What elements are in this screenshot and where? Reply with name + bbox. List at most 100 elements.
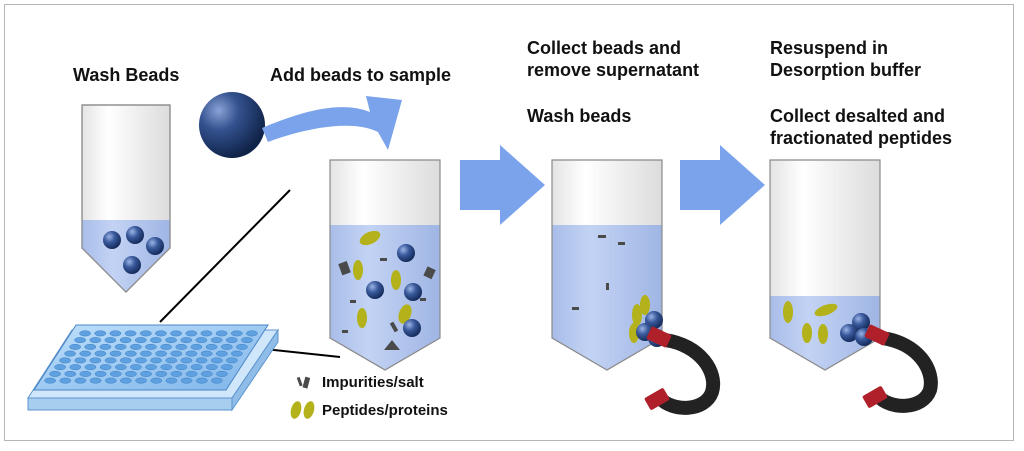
well [104,337,117,344]
step-label-add-beads: Add beads to sample [270,65,452,85]
well [94,350,107,357]
well [170,350,183,357]
step-label-wash-beads: Wash Beads [73,65,180,85]
well [215,330,228,337]
impurity-icon [384,340,400,350]
well [59,357,71,364]
well [226,357,238,364]
well [150,357,162,364]
well [185,350,198,357]
well [130,364,142,371]
legend-label-peptides: Peptides/proteins [322,402,448,419]
well [160,364,173,371]
well [195,357,208,364]
arrow-icon [460,145,545,225]
peptide-icon [802,323,812,343]
impurity-icon [380,258,387,261]
well [69,343,81,350]
peptide-icon [632,304,642,326]
peptide-icon [783,301,793,323]
well [185,330,198,337]
well [54,364,66,371]
well [114,343,127,350]
impurity-icon [606,283,609,290]
peptide-icon [391,270,401,290]
impurity-icon [389,321,399,333]
well [190,343,203,350]
well [231,350,243,357]
step-label-resuspend-line1: Resuspend in [770,38,889,58]
well [69,364,82,371]
legend-label-impurities: Impurities/salt [322,374,424,391]
well [230,330,243,337]
well [140,350,152,357]
well [216,370,228,377]
well [180,357,193,364]
well [94,370,107,377]
bead-icon [840,324,858,342]
step-label-collect-desalted-line1: Collect desalted and [770,106,946,126]
impurity-icon [423,266,436,280]
impurity-icon [338,260,351,276]
bead-icon [404,283,422,301]
well [190,364,203,371]
peptide-icon [640,295,650,315]
well [99,364,112,371]
tube-desorption [769,159,881,371]
bead-icon [366,281,384,299]
well [79,330,91,337]
well [84,343,97,350]
impurity-icon [420,298,426,301]
step-label-collect-desalted-line2: fractionated peptides [770,128,953,148]
well [170,330,182,337]
step-label-collect-line1: Collect beads and [527,38,682,58]
peptide-icon [818,324,828,344]
well [170,370,183,377]
well [215,350,228,357]
well [220,343,233,350]
peptide-icon [357,308,367,328]
well [221,364,233,371]
well [119,357,132,364]
bead-icon [397,244,415,262]
well [89,357,102,364]
well [211,377,223,384]
well [180,377,193,384]
bead-icon [852,313,870,331]
well [145,343,157,350]
well [180,337,193,344]
well [175,343,188,350]
well [150,337,162,344]
well [109,370,122,377]
impurity-icon [618,242,625,245]
well [64,350,76,357]
well [200,370,213,377]
bead-icon [126,226,144,244]
bead-icon [123,256,141,274]
well [134,337,147,344]
well [210,357,223,364]
well [120,377,132,384]
impurity-icon [572,307,579,310]
well [74,357,87,364]
well [246,330,258,337]
well [44,377,56,384]
bead-icon [199,92,265,158]
well [94,330,107,337]
well [79,370,92,377]
well [135,357,147,364]
well [195,337,208,344]
well [200,330,213,337]
peptide-icon [353,260,363,280]
peptide-icon [814,303,838,317]
peptide-icon [398,304,412,324]
well [185,370,198,377]
impurity-icon [598,235,606,238]
well [59,377,72,384]
well [139,330,152,337]
well [205,364,218,371]
well [200,350,213,357]
well [155,330,167,337]
magnet-icon [644,326,721,415]
